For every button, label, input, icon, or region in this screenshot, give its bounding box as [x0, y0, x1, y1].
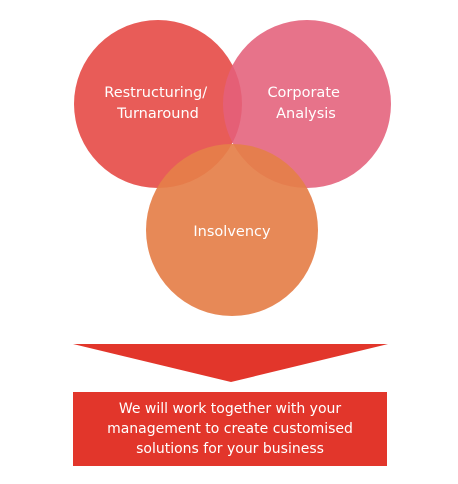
- circle-restructuring-label: Restructuring/ Turnaround: [104, 85, 211, 122]
- message-text: We will work together with your manageme…: [107, 399, 353, 459]
- message-line-2: management to create customised: [107, 421, 353, 437]
- circle-corporate: [223, 20, 391, 188]
- circle-restructuring-label-line-2: Turnaround: [116, 106, 199, 122]
- message-line-1: We will work together with your: [118, 401, 342, 417]
- circle-insolvency-label-line-1: Insolvency: [193, 224, 271, 240]
- circle-restructuring-label-line-1: Restructuring/: [104, 85, 207, 101]
- down-arrow-shape: [73, 344, 388, 382]
- circle-corporate-label-line-1: Corporate: [267, 85, 340, 101]
- circle-restructuring: [74, 20, 242, 188]
- circle-corporate-shape: [223, 20, 391, 188]
- message-box: We will work together with your manageme…: [73, 392, 387, 466]
- circle-insolvency-shape: [146, 144, 318, 316]
- circle-insolvency-label: Insolvency: [193, 224, 271, 240]
- circle-insolvency: [146, 144, 318, 316]
- circle-corporate-label: Corporate Analysis: [267, 85, 344, 122]
- message-line-3: solutions for your business: [136, 441, 324, 457]
- circle-corporate-label-line-2: Analysis: [276, 106, 336, 122]
- circle-restructuring-shape: [74, 20, 242, 188]
